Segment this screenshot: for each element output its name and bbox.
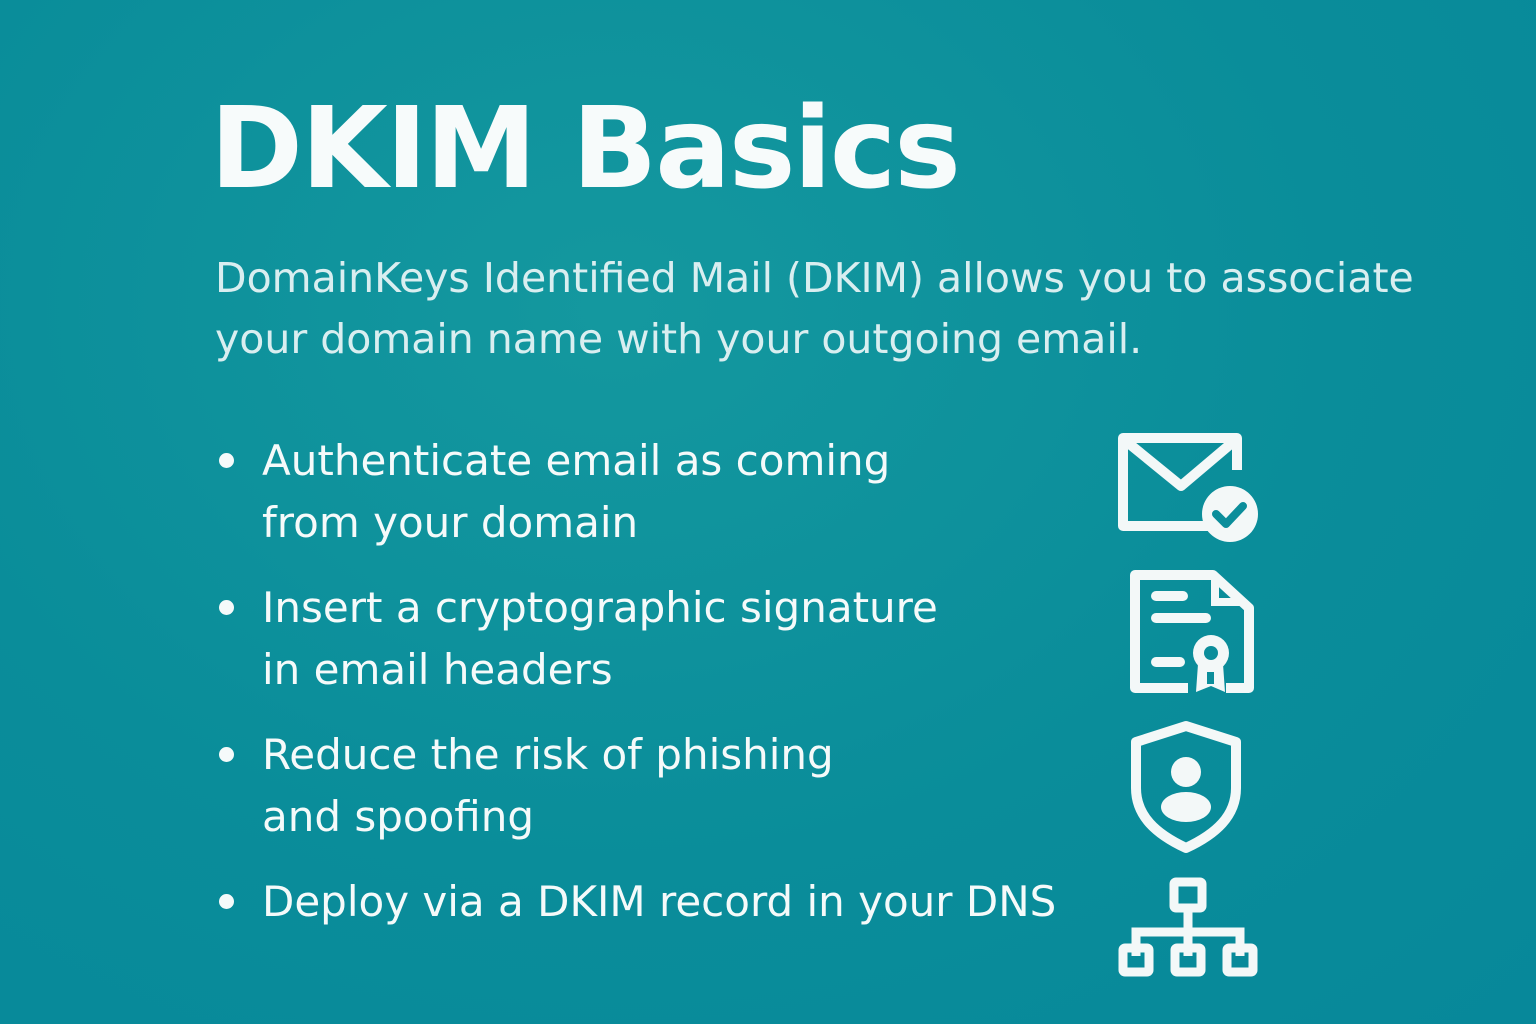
page-title: DKIM Basics bbox=[210, 84, 961, 214]
bullet-dot bbox=[219, 453, 234, 468]
bullet-list: Authenticate email as coming from your d… bbox=[215, 430, 1056, 956]
bullet-item: Insert a cryptographic signature in emai… bbox=[215, 577, 1056, 701]
bullet-dot bbox=[219, 894, 234, 909]
shield-user-icon bbox=[1128, 720, 1244, 854]
bullet-text: Insert a cryptographic signature in emai… bbox=[262, 583, 938, 694]
bullet-dot bbox=[219, 747, 234, 762]
certificate-document-icon bbox=[1128, 568, 1258, 696]
bullet-dot bbox=[219, 600, 234, 615]
bullet-text: Authenticate email as coming from your d… bbox=[262, 436, 891, 547]
network-hierarchy-icon bbox=[1118, 876, 1258, 978]
bullet-item: Reduce the risk of phishing and spoofing bbox=[215, 724, 1056, 848]
email-check-icon bbox=[1115, 430, 1260, 542]
bullet-item: Authenticate email as coming from your d… bbox=[215, 430, 1056, 554]
bullet-text: Reduce the risk of phishing and spoofing bbox=[262, 730, 834, 841]
subtitle: DomainKeys Identified Mail (DKIM) allows… bbox=[215, 254, 1414, 363]
bullet-text: Deploy via a DKIM record in your DNS bbox=[262, 877, 1057, 926]
bullet-item: Deploy via a DKIM record in your DNS bbox=[215, 871, 1056, 933]
